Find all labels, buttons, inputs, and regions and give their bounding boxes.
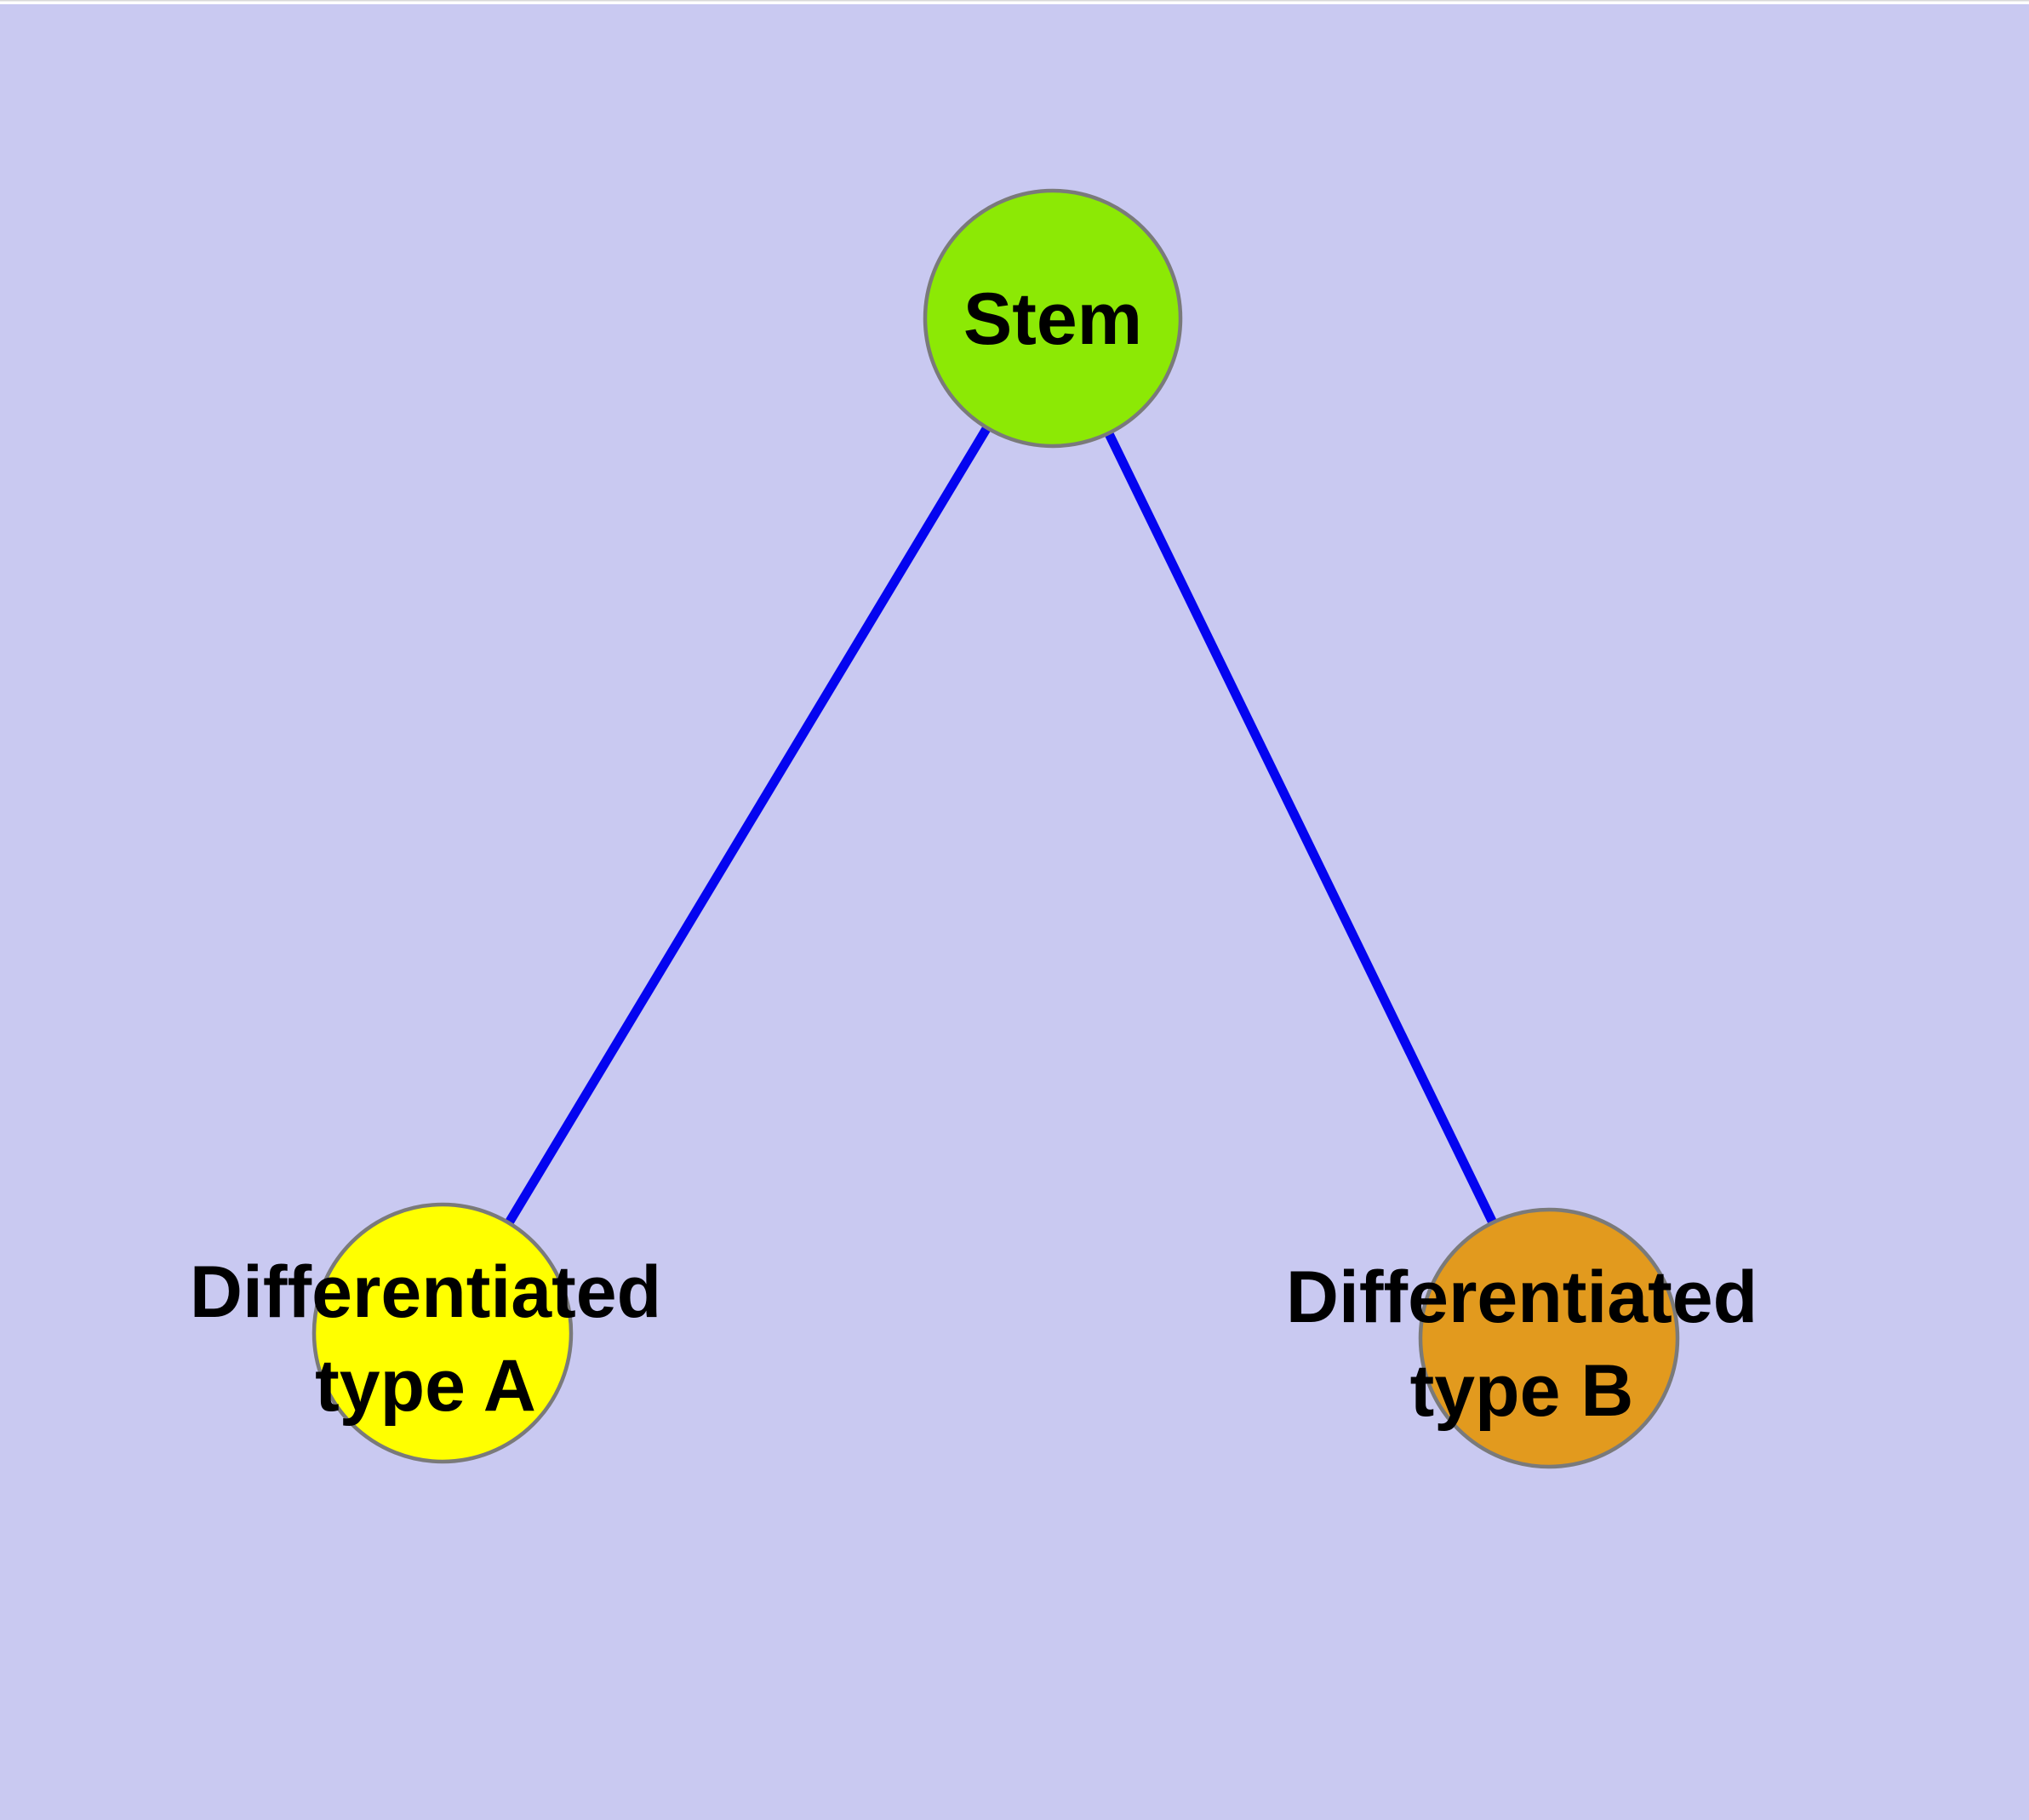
node-differentiated-type-b bbox=[1418, 1207, 1680, 1469]
node-stem bbox=[923, 188, 1183, 449]
edge-stem-to-type-a bbox=[438, 316, 1057, 1336]
edge-stem-to-type-b bbox=[1049, 316, 1553, 1341]
window-top-hairline bbox=[0, 0, 2029, 2]
node-type-b-label-line2: type B bbox=[1410, 1350, 1634, 1432]
window-top-border bbox=[0, 0, 2029, 4]
node-type-b-label-line1: Differentiated bbox=[1286, 1256, 1758, 1338]
node-differentiated-type-a bbox=[311, 1202, 574, 1464]
node-stem-label: Stem bbox=[963, 278, 1142, 360]
node-type-a-label-line2: type A bbox=[315, 1345, 536, 1427]
node-type-a-label-line1: Differentiated bbox=[190, 1251, 661, 1333]
